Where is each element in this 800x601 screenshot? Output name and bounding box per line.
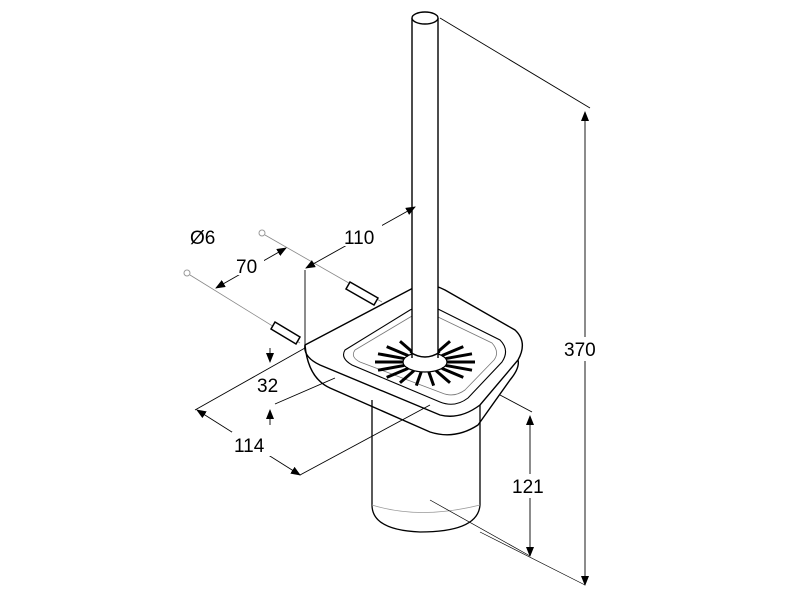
brush-bristle [445,352,473,361]
brush-bristle [441,345,464,357]
brush-bristle [377,352,405,361]
label-screw-spacing: 70 [236,257,257,278]
label-cup-height: 121 [512,477,544,498]
brush-bristle [386,345,409,357]
brush-bristle [445,363,473,372]
brush-bristle [441,367,464,379]
brush-bristle [377,363,405,372]
label-depth: 114 [234,436,265,457]
brush-bristle [414,371,423,387]
label-plate-height: 32 [257,376,278,397]
label-screw-diameter: Ø6 [190,228,215,249]
label-total-height: 370 [564,340,596,361]
brush-bristle [386,367,409,379]
brush-bristle [427,371,436,387]
brush-bristle [399,369,415,384]
brush-rod [409,11,441,358]
label-wall-to-rod: 110 [344,228,374,249]
brush-bristle [435,369,451,384]
brush-cup [371,400,481,533]
wall-screws [183,229,383,346]
